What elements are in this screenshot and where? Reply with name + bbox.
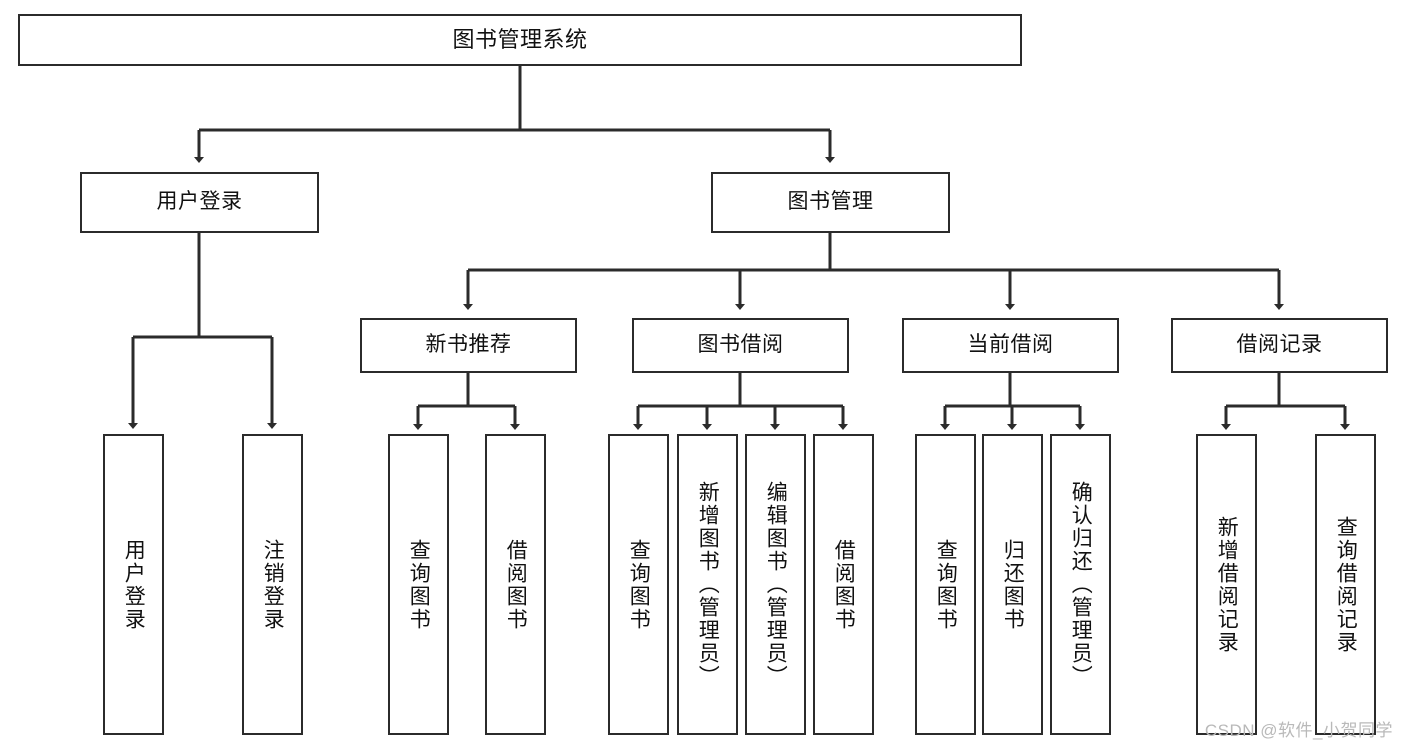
leaf-cb-return-book-label: 归还图书 — [1001, 538, 1025, 631]
leaf-bb-add-book-label: 新增图书（管理员） — [696, 481, 720, 688]
leaf-logout-label: 注销登录 — [261, 538, 285, 631]
node-book-borrow[interactable]: 图书借阅 — [632, 318, 849, 373]
node-new-book-recommend-label: 新书推荐 — [425, 333, 512, 357]
leaf-br-query-record[interactable]: 查询借阅记录 — [1315, 434, 1376, 735]
node-book-borrow-label: 图书借阅 — [697, 333, 784, 357]
node-user-login[interactable]: 用户登录 — [80, 172, 319, 233]
leaf-bb-borrow-book-label: 借阅图书 — [832, 538, 856, 631]
node-root-system-label: 图书管理系统 — [452, 27, 588, 53]
leaf-nb-borrow-book[interactable]: 借阅图书 — [485, 434, 546, 735]
leaf-bb-edit-book-label: 编辑图书（管理员） — [764, 481, 788, 688]
node-book-management[interactable]: 图书管理 — [711, 172, 950, 233]
leaf-br-add-record-label: 新增借阅记录 — [1215, 515, 1239, 654]
leaf-user-login-label: 用户登录 — [122, 538, 146, 631]
node-borrow-record-label: 借阅记录 — [1236, 333, 1323, 357]
node-user-login-label: 用户登录 — [156, 190, 243, 214]
leaf-bb-borrow-book[interactable]: 借阅图书 — [813, 434, 874, 735]
leaf-bb-query-book[interactable]: 查询图书 — [608, 434, 669, 735]
node-root-system[interactable]: 图书管理系统 — [18, 14, 1022, 66]
leaf-br-query-record-label: 查询借阅记录 — [1334, 515, 1358, 654]
leaf-bb-query-book-label: 查询图书 — [627, 538, 651, 631]
watermark: CSDN @软件_小贺同学 — [1204, 721, 1393, 740]
leaf-bb-add-book[interactable]: 新增图书（管理员） — [677, 434, 738, 735]
leaf-nb-borrow-book-label: 借阅图书 — [504, 538, 528, 631]
leaf-cb-query-book[interactable]: 查询图书 — [915, 434, 976, 735]
leaf-nb-query-book[interactable]: 查询图书 — [388, 434, 449, 735]
leaf-user-login[interactable]: 用户登录 — [103, 434, 164, 735]
leaf-cb-return-book[interactable]: 归还图书 — [982, 434, 1043, 735]
leaf-nb-query-book-label: 查询图书 — [407, 538, 431, 631]
node-book-management-label: 图书管理 — [787, 190, 874, 214]
leaf-cb-confirm-return[interactable]: 确认归还（管理员） — [1050, 434, 1111, 735]
node-current-borrow[interactable]: 当前借阅 — [902, 318, 1119, 373]
leaf-cb-query-book-label: 查询图书 — [934, 538, 958, 631]
leaf-cb-confirm-return-label: 确认归还（管理员） — [1069, 481, 1093, 688]
node-current-borrow-label: 当前借阅 — [967, 333, 1054, 357]
leaf-br-add-record[interactable]: 新增借阅记录 — [1196, 434, 1257, 735]
node-new-book-recommend[interactable]: 新书推荐 — [360, 318, 577, 373]
leaf-bb-edit-book[interactable]: 编辑图书（管理员） — [745, 434, 806, 735]
leaf-logout[interactable]: 注销登录 — [242, 434, 303, 735]
node-borrow-record[interactable]: 借阅记录 — [1171, 318, 1388, 373]
